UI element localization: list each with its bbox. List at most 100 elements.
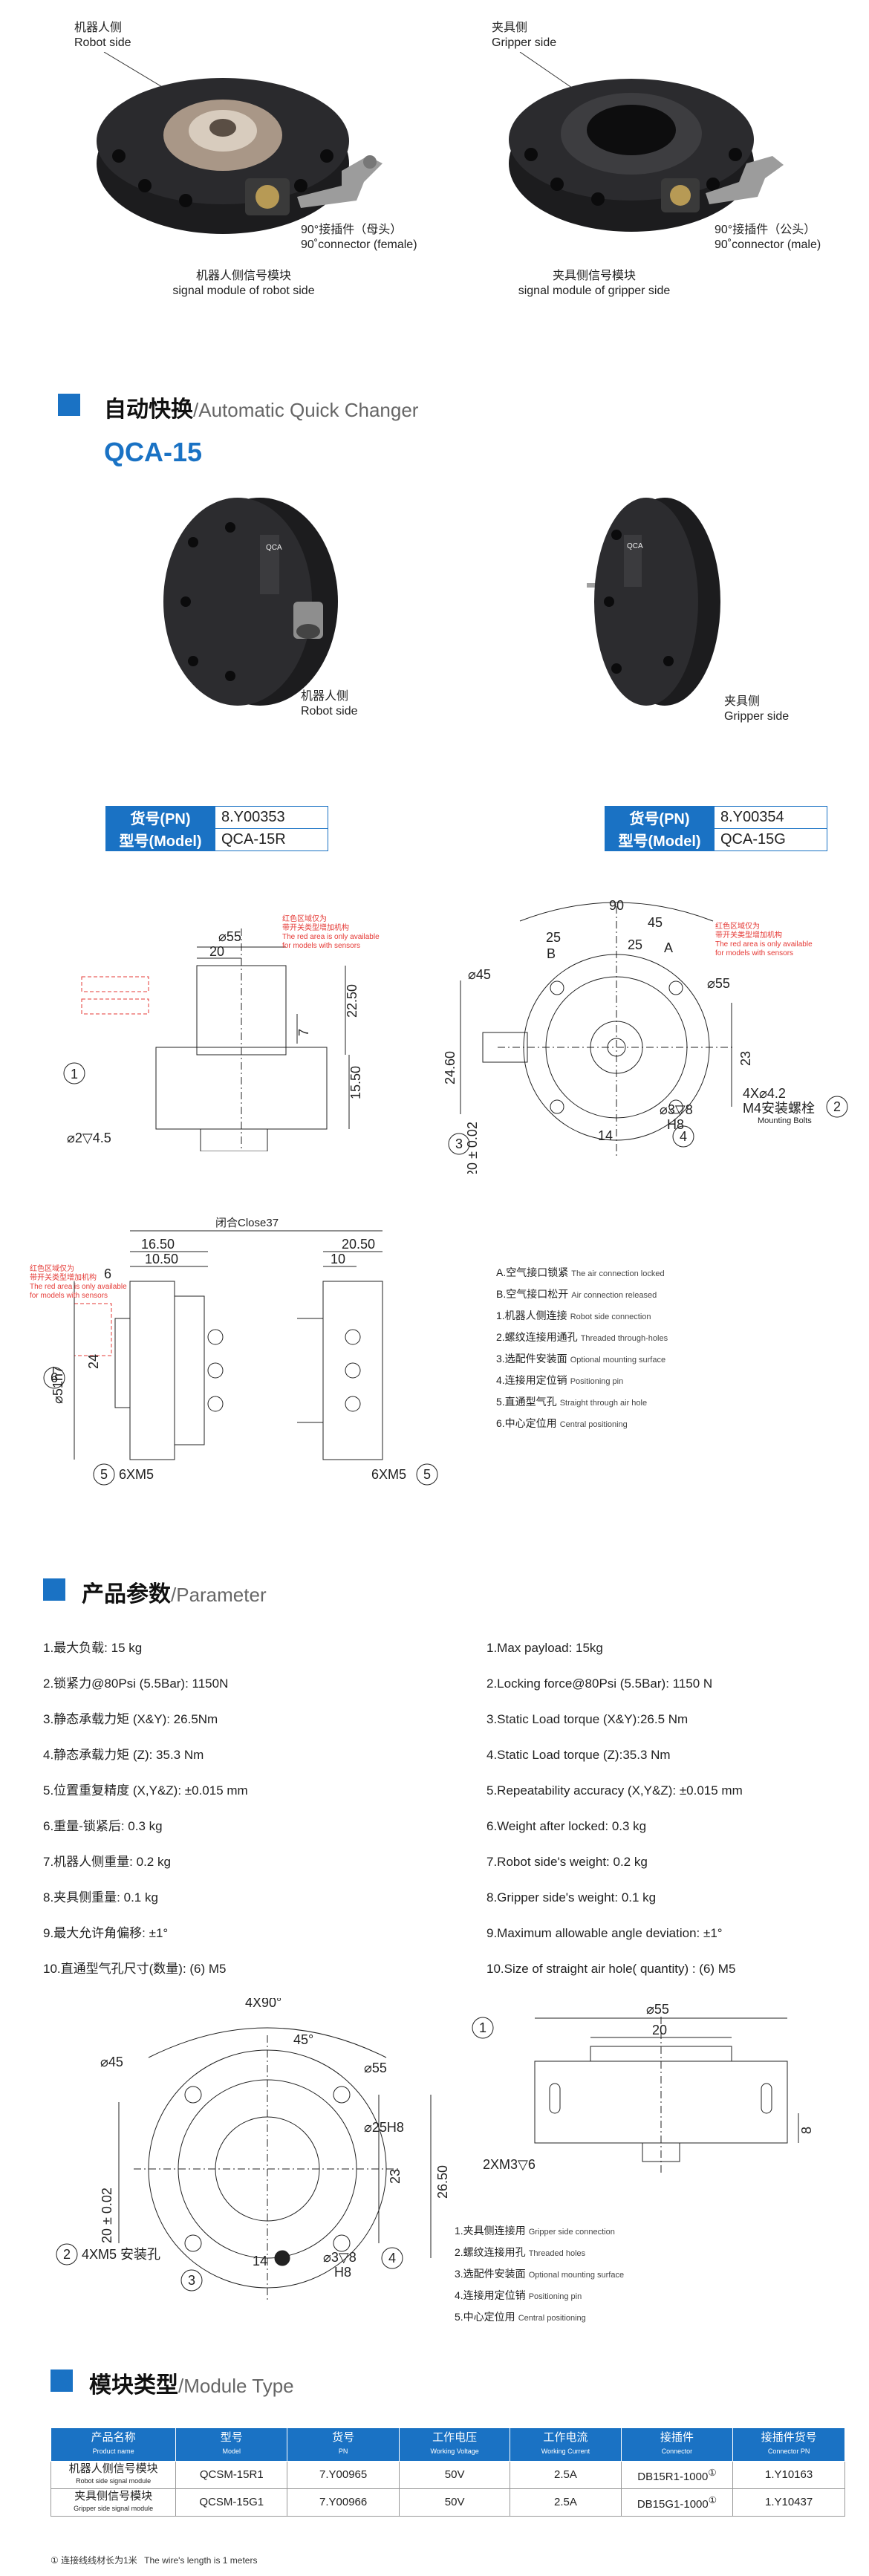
dim-25a: 25 (546, 930, 561, 945)
signal-module-gripper-caption: 夹具侧信号模块 signal module of gripper side (518, 270, 671, 297)
callout-2: 2 (833, 1099, 841, 1114)
red-note3-en2: for models with sensors (30, 1292, 108, 1300)
param-item: 1.Max payload: 15kg (486, 1641, 603, 1655)
param-item: 5.Repeatability accuracy (X,Y&Z): ±0.015… (486, 1783, 743, 1798)
svg-text:QCA: QCA (266, 544, 282, 552)
callout-2-grip: 2 (63, 2247, 71, 2262)
robot-side-elevation-drawing: ⌀55 20 22.50 15.50 7 ⌀2▽4.5 1 红色区域仅为 带开关… (63, 914, 380, 1151)
dim-4x90: 4X90° (245, 1998, 281, 2010)
param-item: 8.Gripper side's weight: 0.1 kg (486, 1890, 657, 1905)
gripper-top-view-drawing: 4X90° 45° ⌀55 ⌀45 ⌀25H8 20 ± 0.02 23 26.… (56, 1998, 450, 2303)
red-note-en2: for models with sensors (282, 942, 360, 950)
dim-24: 24 (86, 1354, 101, 1369)
param-item: 10.Size of straight air hole( quantity) … (486, 1962, 736, 1976)
callout-3-grip: 3 (188, 2273, 195, 2288)
mounting-bolts-label: Mounting Bolts (758, 1116, 812, 1125)
robot-side-caption: 机器人侧 Robot side (74, 22, 131, 49)
dim-20-tol: 20 ± 0.02 (465, 1122, 480, 1174)
dim-close37: 闭合Close37 (215, 1217, 279, 1229)
dim-14-grip: 14 (253, 2254, 267, 2268)
red-note3-cn: 红色区域仅为 (30, 1263, 74, 1273)
callout-4-grip: 4 (388, 2251, 396, 2266)
param-item: 6.Weight after locked: 0.3 kg (486, 1819, 647, 1833)
dim-24-60: 24.60 (443, 1051, 458, 1084)
callout-5a: 5 (100, 1467, 108, 1482)
dim-20-50: 20.50 (342, 1237, 375, 1252)
dim-d2: ⌀2▽4.5 (67, 1131, 111, 1145)
red-note3-en: The red area is only available (30, 1283, 127, 1291)
dim-45: 45 (648, 915, 663, 930)
param-item: 7.Robot side's weight: 0.2 kg (486, 1855, 648, 1869)
cell-pn: 7.Y00966 (287, 2488, 400, 2517)
dim-16-50: 16.50 (141, 1237, 175, 1252)
cell-voltage: 50V (398, 2488, 511, 2517)
robot-side-product-photo (97, 52, 383, 234)
gripper-side-product-photo (509, 52, 784, 232)
param-item: 9.最大允许角偏移: ±1° (43, 1926, 169, 1940)
gripper-side-model-photo: QCA (587, 498, 720, 706)
param-item: 4.Static Load torque (Z):35.3 Nm (486, 1748, 671, 1762)
cell-model: QCSM-15R1 (175, 2461, 288, 2489)
section-marker (51, 2370, 73, 2392)
dim-7: 7 (296, 1029, 311, 1036)
dim-d55-side: ⌀55 (646, 2002, 669, 2017)
section-marker (58, 394, 80, 416)
model-title: QCA-15 (104, 437, 203, 467)
dim-d55-top: ⌀55 (707, 976, 730, 991)
label-a: A (664, 940, 673, 955)
dim-m4: M4安装螺栓 (743, 1101, 815, 1116)
gripper-side-photo-caption: 夹具侧 Gripper side (724, 695, 790, 723)
dim-20: 20 (209, 944, 224, 959)
red-note-cn2: 带开关类型增加机构 (282, 923, 349, 932)
dim-4x42: 4X⌀4.2 (743, 1086, 786, 1101)
param-item: 2.Locking force@80Psi (5.5Bar): 1150 N (486, 1676, 713, 1691)
connector-female-caption: 90°接插件（母头） 90˚connector (female) (301, 224, 417, 251)
param-item: 7.机器人侧重量: 0.2 kg (43, 1855, 171, 1869)
gripper-side-caption: 夹具侧 Gripper side (492, 22, 557, 49)
dim-h8-grip: H8 (334, 2265, 351, 2280)
param-list-cn: 1.最大负载: 15 kg 2.锁紧力@80Psi (5.5Bar): 1150… (43, 1630, 248, 1987)
param-item: 10.直通型气孔尺寸(数量): (6) M5 (43, 1962, 227, 1976)
dim-14: 14 (598, 1128, 613, 1143)
param-item: 4.静态承载力矩 (Z): 35.3 Nm (43, 1748, 204, 1762)
red-note2-cn2: 带开关类型增加机构 (715, 930, 782, 940)
gripper-side-view-drawing: ⌀55 20 8 2XM3▽6 1 (472, 2002, 814, 2173)
dim-h8: H8 (667, 1117, 684, 1132)
callout-5b: 5 (423, 1467, 431, 1482)
red-note2-en2: for models with sensors (715, 949, 793, 957)
dim-2xm3: 2XM3▽6 (483, 2157, 536, 2172)
dim-6: 6 (104, 1266, 111, 1281)
cell-connector: DB15G1-1000① (620, 2488, 734, 2517)
dim-8: 8 (799, 2127, 814, 2134)
dim-25b: 25 (628, 937, 642, 952)
red-note3-cn2: 带开关类型增加机构 (30, 1272, 97, 1282)
callout-1: 1 (71, 1067, 78, 1082)
dim-d3: ⌀3▽8 (660, 1102, 693, 1117)
param-list-en: 1.Max payload: 15kg 2.Locking force@80Ps… (486, 1630, 743, 1987)
dim-20-side: 20 (652, 2023, 667, 2037)
dim-d45: ⌀45 (468, 967, 491, 982)
robot-side-model-photo: QCA (163, 498, 338, 706)
section-marker (43, 1578, 65, 1601)
svg-text:QCA: QCA (627, 542, 643, 550)
param-item: 3.Static Load torque (X&Y):26.5 Nm (486, 1712, 689, 1726)
table-footnote: ① 连接线线材长为1米 The wire's length is 1 meter… (51, 2555, 258, 2566)
dim-23-grip: 23 (388, 2169, 403, 2184)
dim-d45-grip: ⌀45 (100, 2055, 123, 2069)
